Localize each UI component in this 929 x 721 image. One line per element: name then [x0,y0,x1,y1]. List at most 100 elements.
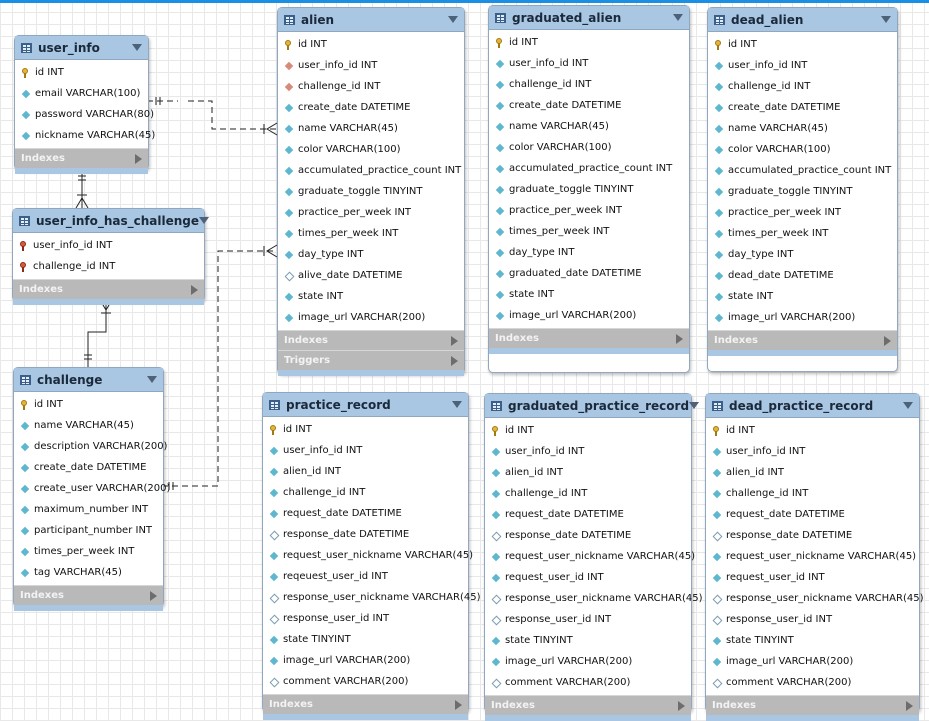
column-row[interactable]: times_per_week INT [278,223,464,244]
column-row[interactable]: image_url VARCHAR(200) [485,651,691,672]
column-row[interactable]: graduate_toggle TINYINT [278,181,464,202]
column-row[interactable]: alien_id INT [263,461,468,482]
column-row[interactable]: times_per_week INT [489,221,689,242]
column-row[interactable]: name VARCHAR(45) [708,118,897,139]
column-row[interactable]: practice_per_week INT [708,202,897,223]
column-row[interactable]: color VARCHAR(100) [278,139,464,160]
column-row[interactable]: times_per_week INT [14,541,163,562]
table-header[interactable]: practice_record [263,393,468,417]
column-row[interactable]: comment VARCHAR(200) [485,672,691,693]
section-indexes[interactable]: Indexes [278,330,464,350]
column-row[interactable]: request_user_nickname VARCHAR(45) [263,545,473,566]
column-row[interactable]: user_info_id INT [708,55,897,76]
column-row[interactable]: id INT [485,420,691,441]
column-row[interactable]: image_url VARCHAR(200) [489,305,689,326]
expand-arrow-icon[interactable] [884,335,891,346]
column-row[interactable]: challenge_id INT [485,483,691,504]
column-row[interactable]: graduate_toggle TINYINT [708,181,897,202]
column-row[interactable]: comment VARCHAR(200) [263,671,468,692]
column-row[interactable]: image_url VARCHAR(200) [263,650,468,671]
expand-arrow-icon[interactable] [676,333,683,344]
column-row[interactable]: response_user_nickname VARCHAR(45) [263,587,481,608]
expand-arrow-icon[interactable] [135,153,142,164]
column-row[interactable]: id INT [708,34,897,55]
column-row[interactable]: maximum_number INT [14,499,163,520]
column-row[interactable]: image_url VARCHAR(200) [708,307,897,328]
column-row[interactable]: response_user_id INT [263,608,468,629]
column-row[interactable]: participant_number INT [14,520,163,541]
table-header[interactable]: alien [278,8,464,32]
column-row[interactable]: request_date DATETIME [485,504,691,525]
column-row[interactable]: id INT [278,34,464,55]
column-row[interactable]: color VARCHAR(100) [489,137,689,158]
column-row[interactable]: name VARCHAR(45) [14,415,163,436]
column-row[interactable]: challenge_id INT [708,76,897,97]
column-row[interactable]: image_url VARCHAR(200) [278,307,464,328]
column-row[interactable]: day_type INT [489,242,689,263]
column-row[interactable]: id INT [489,32,689,53]
column-row[interactable]: accumulated_practice_count INT [489,158,689,179]
section-indexes[interactable]: Indexes [15,148,148,168]
expand-arrow-icon[interactable] [191,284,198,295]
column-row[interactable]: alien_id INT [485,462,691,483]
column-row[interactable]: comment VARCHAR(200) [706,672,919,693]
column-row[interactable]: graduated_date DATETIME [489,263,689,284]
column-row[interactable]: name VARCHAR(45) [489,116,689,137]
column-row[interactable]: state INT [708,286,897,307]
column-row[interactable]: response_date DATETIME [485,525,691,546]
table-header[interactable]: dead_practice_record [706,394,919,418]
column-row[interactable]: user_info_id INT [278,55,464,76]
column-row[interactable]: create_date DATETIME [278,97,464,118]
column-row[interactable]: practice_per_week INT [278,202,464,223]
column-row[interactable]: challenge_id INT [278,76,464,97]
column-row[interactable]: response_date DATETIME [706,525,919,546]
column-row[interactable]: password VARCHAR(80) [15,104,154,125]
table-header[interactable]: graduated_alien [489,6,689,30]
column-row[interactable]: graduate_toggle TINYINT [489,179,689,200]
column-row[interactable]: create_date DATETIME [708,97,897,118]
column-row[interactable]: response_user_nickname VARCHAR(45) [485,588,703,609]
column-row[interactable]: color VARCHAR(100) [708,139,897,160]
column-row[interactable]: id INT [14,394,163,415]
column-row[interactable]: reqeuest_user_id INT [263,566,468,587]
column-row[interactable]: email VARCHAR(100) [15,83,148,104]
column-row[interactable]: response_user_id INT [485,609,691,630]
column-row[interactable]: state INT [489,284,689,305]
collapse-arrow-icon[interactable] [132,44,142,51]
expand-arrow-icon[interactable] [678,700,685,711]
column-row[interactable]: challenge_id INT [706,483,919,504]
column-row[interactable]: request_date DATETIME [706,504,919,525]
column-row[interactable]: id INT [15,62,148,83]
column-row[interactable]: request_date DATETIME [263,503,468,524]
section-indexes[interactable]: Indexes [489,328,689,348]
section-indexes[interactable]: Indexes [708,330,897,350]
collapse-arrow-icon[interactable] [673,14,683,21]
column-row[interactable]: challenge_id INT [13,256,204,277]
column-row[interactable]: state TINYINT [263,629,468,650]
column-row[interactable]: accumulated_practice_count INT [708,160,897,181]
column-row[interactable]: alien_id INT [706,462,919,483]
collapse-arrow-icon[interactable] [452,401,462,408]
expand-arrow-icon[interactable] [906,700,913,711]
column-row[interactable]: response_user_id INT [706,609,919,630]
column-row[interactable]: create_date DATETIME [14,457,163,478]
section-indexes[interactable]: Indexes [14,585,163,605]
section-indexes[interactable]: Indexes [485,695,691,715]
expand-arrow-icon[interactable] [451,355,458,366]
column-row[interactable]: request_user_id INT [706,567,919,588]
section-indexes[interactable]: Indexes [263,694,468,714]
column-row[interactable]: id INT [706,420,919,441]
expand-arrow-icon[interactable] [150,590,157,601]
table-header[interactable]: user_info_has_challenge [13,209,210,233]
column-row[interactable]: state TINYINT [706,630,919,651]
column-row[interactable]: challenge_id INT [263,482,468,503]
column-row[interactable]: day_type INT [708,244,897,265]
column-row[interactable]: practice_per_week INT [489,200,689,221]
table-header[interactable]: graduated_practice_record [485,394,700,418]
column-row[interactable]: id INT [263,419,468,440]
